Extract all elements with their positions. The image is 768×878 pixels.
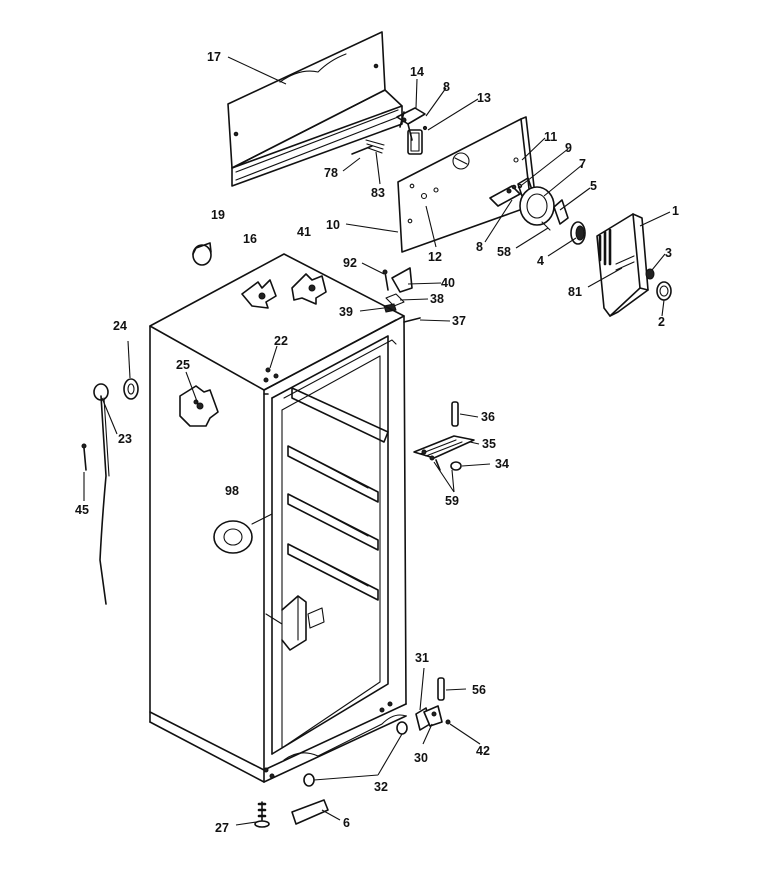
bottom-hinge-part xyxy=(396,677,451,735)
callout-12: 12 xyxy=(428,250,442,264)
callout-32: 32 xyxy=(374,780,388,794)
top-cover-part xyxy=(227,31,403,187)
callout-37: 37 xyxy=(452,314,466,328)
callout-8-top: 8 xyxy=(443,80,450,94)
callout-11: 11 xyxy=(544,130,557,144)
callout-36: 36 xyxy=(481,410,495,424)
callout-30: 30 xyxy=(414,751,428,765)
callout-78: 78 xyxy=(324,166,338,180)
middle-hinge-part xyxy=(413,401,475,471)
callout-1: 1 xyxy=(672,204,679,218)
callout-56: 56 xyxy=(472,683,486,697)
callout-39: 39 xyxy=(339,305,353,319)
callout-58: 58 xyxy=(497,245,511,259)
callout-41: 41 xyxy=(297,225,311,239)
cabinet-part xyxy=(149,253,407,783)
callout-2: 2 xyxy=(658,315,665,329)
callout-40: 40 xyxy=(441,276,455,290)
control-housing-part xyxy=(596,213,672,317)
callout-25: 25 xyxy=(176,358,190,372)
leader-lines xyxy=(83,56,671,826)
callout-19: 19 xyxy=(211,208,225,222)
insulation-part xyxy=(241,273,327,309)
callout-34: 34 xyxy=(495,457,509,471)
callout-labels: 17 14 8 13 11 9 7 5 1 78 83 19 10 16 41 … xyxy=(75,50,679,835)
cord-part xyxy=(81,378,139,605)
callout-7: 7 xyxy=(579,157,586,171)
callout-17: 17 xyxy=(207,50,221,64)
callout-38: 38 xyxy=(430,292,444,306)
callout-45: 45 xyxy=(75,503,89,517)
callout-59: 59 xyxy=(445,494,459,508)
callout-10: 10 xyxy=(326,218,340,232)
callout-42: 42 xyxy=(476,744,490,758)
callout-14: 14 xyxy=(410,65,424,79)
callout-5: 5 xyxy=(590,179,597,193)
callout-8-mid: 8 xyxy=(476,240,483,254)
callout-9: 9 xyxy=(565,141,572,155)
leveler-part xyxy=(254,773,329,828)
callout-4: 4 xyxy=(537,254,544,268)
callout-92: 92 xyxy=(343,256,357,270)
callout-6: 6 xyxy=(343,816,350,830)
screw-part xyxy=(351,139,385,155)
callout-98: 98 xyxy=(225,484,239,498)
callout-23: 23 xyxy=(118,432,132,446)
callout-81: 81 xyxy=(568,285,582,299)
callout-31: 31 xyxy=(415,651,429,665)
thermostat-part xyxy=(489,177,586,245)
callout-22: 22 xyxy=(274,334,288,348)
callout-27: 27 xyxy=(215,821,229,835)
bracket-part xyxy=(396,107,428,155)
callout-83: 83 xyxy=(371,186,385,200)
callout-24: 24 xyxy=(113,319,127,333)
callout-13: 13 xyxy=(477,91,491,105)
callout-16: 16 xyxy=(243,232,257,246)
callout-35: 35 xyxy=(482,437,496,451)
callout-3: 3 xyxy=(665,246,672,260)
cap-part xyxy=(192,242,212,266)
